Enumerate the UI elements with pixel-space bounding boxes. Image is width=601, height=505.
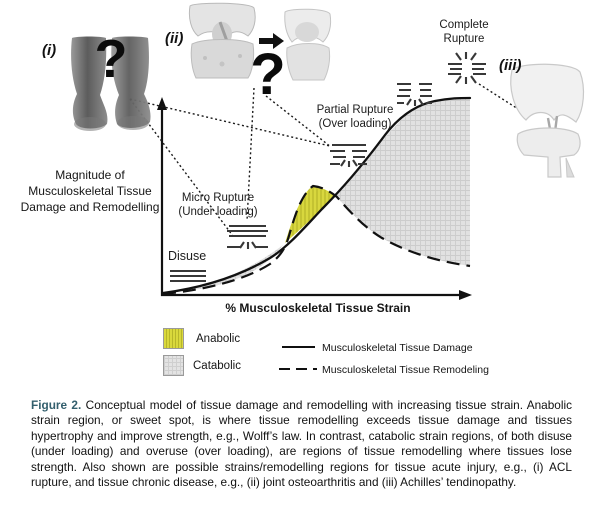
complete-rupture-label: Complete Rupture: [439, 19, 489, 46]
figure-caption-number: Figure 2.: [31, 398, 82, 412]
remodeling-legend-label: Musculoskeletal Tissue Remodeling: [322, 364, 489, 376]
conceptual-model-drawing: [71, 2, 585, 300]
catabolic-legend-label: Catabolic: [193, 360, 241, 372]
complete-rupture-fibres-icon: [448, 52, 486, 84]
catabolic-region-overload: [336, 98, 470, 266]
y-axis: [157, 97, 167, 296]
panel-label-i: (i): [42, 42, 57, 59]
knee-osteoarthritis-images: [188, 2, 332, 81]
question-mark-i: ?: [94, 29, 128, 89]
partial-rupture-fibres-icon: [330, 143, 367, 167]
anabolic-region: [285, 186, 336, 243]
knee-bones-image: [510, 63, 585, 178]
disuse-label: Disuse: [168, 249, 207, 263]
partial-rupture-label: Partial Rupture (Over loading): [316, 104, 394, 131]
panel-label-ii: (ii): [165, 30, 184, 47]
catabolic-swatch: [163, 355, 184, 376]
remodeling-line-sample: [279, 368, 317, 371]
micro-rupture-label: Micro Rupture (Under loading): [178, 192, 258, 219]
panel-label-iii: (iii): [499, 57, 522, 74]
damage-line-sample: [282, 346, 315, 348]
x-axis-label: % Musculoskeletal Tissue Strain: [225, 301, 411, 315]
tissue-remodeling-curve: [162, 184, 471, 296]
question-mark-ii: ?: [250, 42, 286, 107]
anabolic-legend-label: Anabolic: [196, 333, 241, 345]
tissue-damage-curve: [161, 96, 472, 295]
micro-rupture-fibres-icon: [227, 224, 268, 249]
severe-rupture-fibres-icon: [397, 82, 432, 106]
damage-legend-label: Musculoskeletal Tissue Damage: [322, 342, 473, 354]
y-axis-label: Magnitude of Musculoskeletal Tissue Dama…: [20, 168, 160, 214]
anabolic-swatch: [163, 328, 184, 349]
disuse-fibres-icon: [170, 269, 206, 283]
figure-caption: Figure 2. Conceptual model of tissue dam…: [31, 398, 572, 490]
figure-caption-text: Conceptual model of tissue damage and re…: [31, 398, 572, 490]
achilles-legs-image: [71, 36, 151, 131]
transition-arrow-icon: [259, 33, 284, 49]
x-axis: [161, 290, 472, 300]
